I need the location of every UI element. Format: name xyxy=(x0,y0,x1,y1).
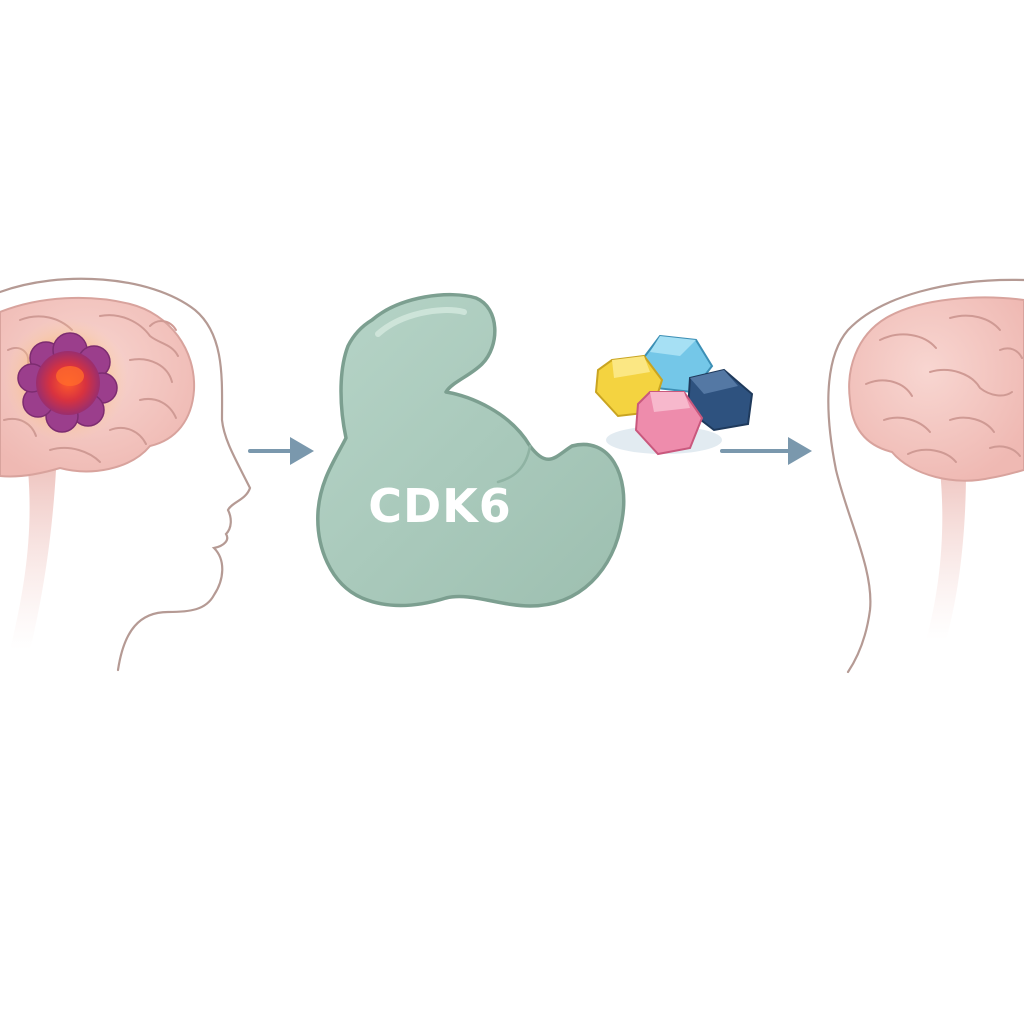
left-brain-stem xyxy=(10,470,56,650)
right-brain-folds xyxy=(865,314,1023,463)
right-brain xyxy=(848,296,1024,482)
right-head-panel xyxy=(827,278,1024,674)
left-head-outline xyxy=(0,277,252,672)
cdk6-protein-crease xyxy=(496,444,532,484)
right-head-outline xyxy=(827,278,1024,674)
cdk6-protein-highlight xyxy=(375,307,467,337)
arrow-to-protein xyxy=(248,437,314,465)
cdk6-protein-body xyxy=(316,292,626,608)
cdk6-label: CDK6 xyxy=(368,479,512,533)
right-brain-stem xyxy=(926,470,966,640)
left-head-panel xyxy=(0,277,252,672)
inhibitor-molecule-cluster xyxy=(594,334,754,456)
crystal-navy xyxy=(686,368,754,432)
arrow-to-healthy-brain xyxy=(720,437,812,465)
cdk6-protein: CDK6 xyxy=(316,292,626,608)
tumor-highlight xyxy=(56,366,84,386)
crystal-pink xyxy=(634,391,704,456)
